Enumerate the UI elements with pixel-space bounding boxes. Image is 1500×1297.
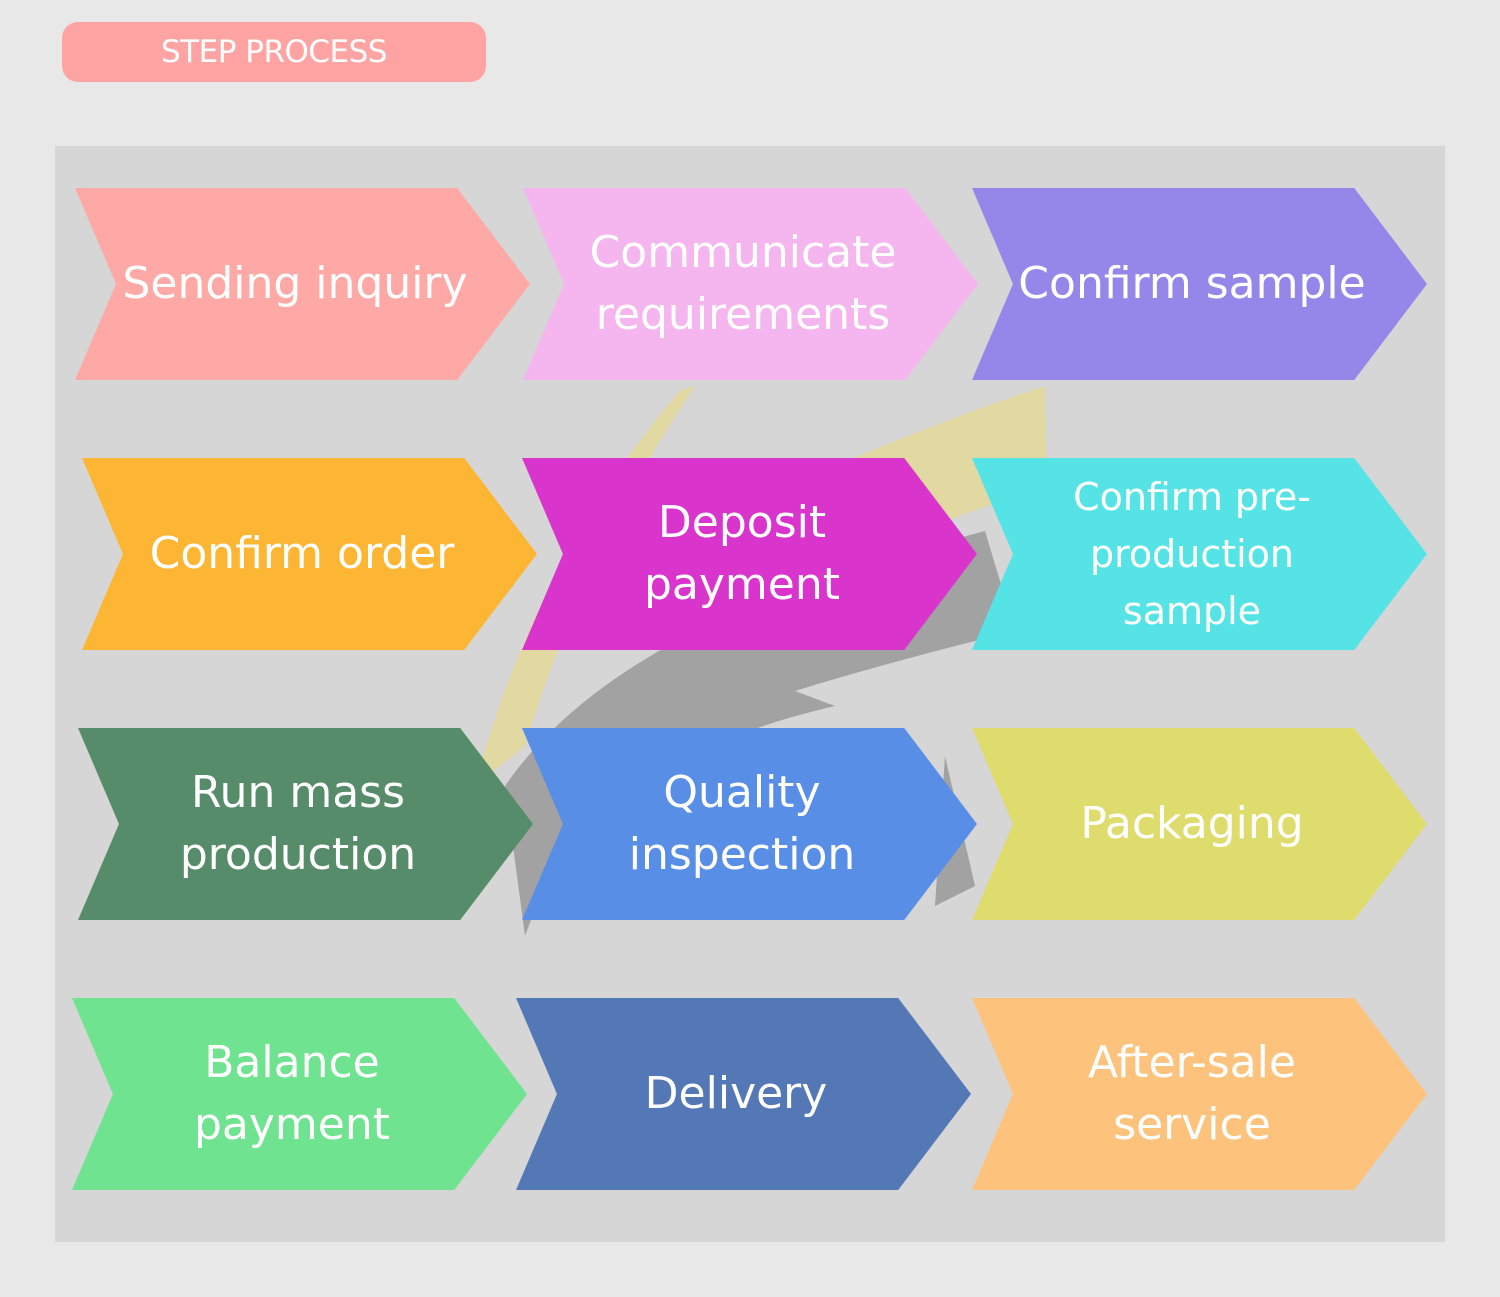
- process-panel: Sending inquiry Communicate requirements…: [55, 146, 1445, 1242]
- step-sending-inquiry: Sending inquiry: [75, 188, 530, 380]
- step-confirm-pre-production-sample: Confirm pre-production sample: [972, 458, 1427, 650]
- step-after-sale-service: After-sale service: [972, 998, 1427, 1190]
- step-confirm-sample: Confirm sample: [972, 188, 1427, 380]
- step-communicate-requirements: Communicate requirements: [523, 188, 978, 380]
- step-deposit-payment: Deposit payment: [522, 458, 977, 650]
- step-process-badge: STEP PROCESS: [62, 22, 486, 82]
- step-balance-payment: Balance payment: [72, 998, 527, 1190]
- step-delivery: Delivery: [516, 998, 971, 1190]
- step-quality-inspection: Quality inspection: [522, 728, 977, 920]
- step-packaging: Packaging: [972, 728, 1427, 920]
- step-confirm-order: Confirm order: [82, 458, 537, 650]
- step-run-mass-production: Run mass production: [78, 728, 533, 920]
